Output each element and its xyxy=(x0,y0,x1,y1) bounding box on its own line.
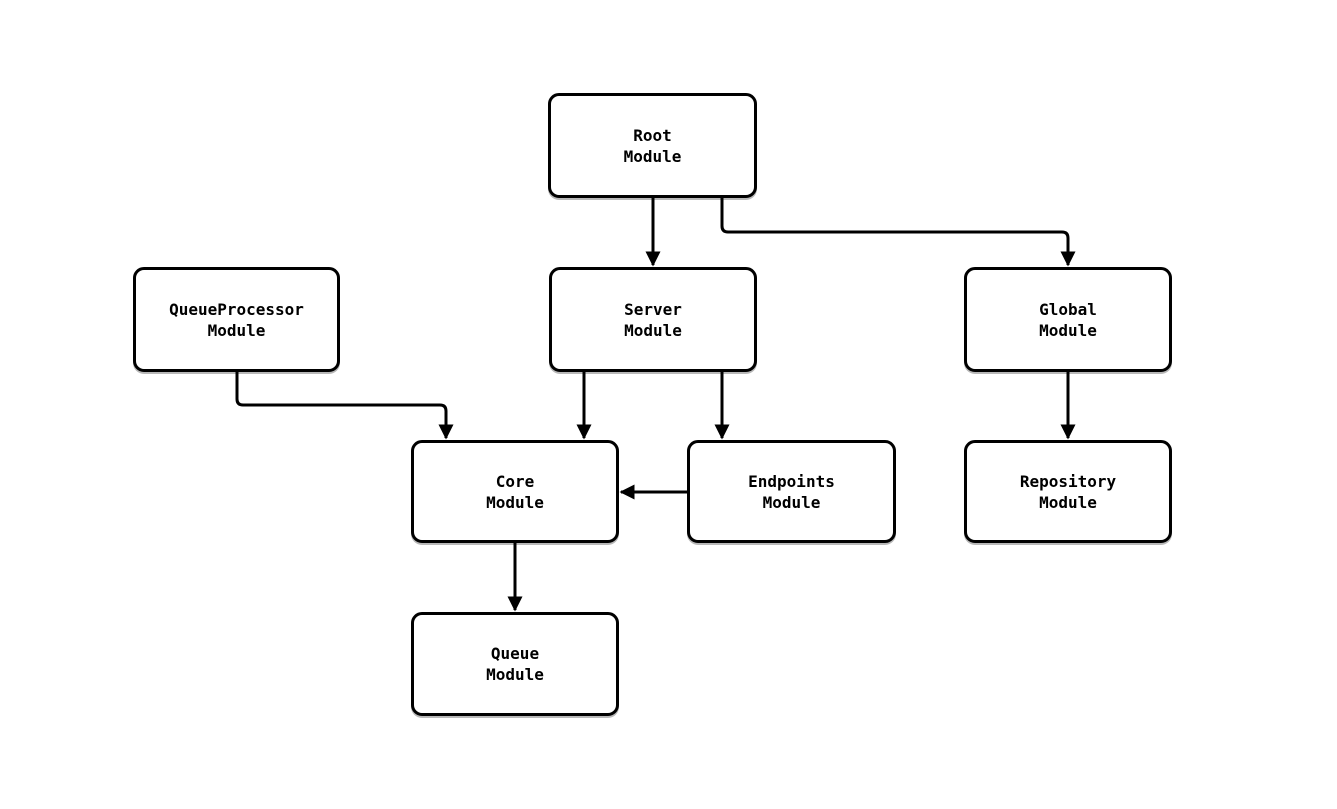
node-repository-module-label: Repository Module xyxy=(1019,471,1117,512)
node-server-module: Server Module xyxy=(549,267,757,372)
node-endpoints-module: Endpoints Module xyxy=(687,440,896,543)
node-server-module-label: Server Module xyxy=(624,299,682,340)
edge-root-to-global xyxy=(720,198,1076,267)
node-queueprocessor-module-label: QueueProcessor Module xyxy=(169,299,304,340)
node-global-module: Global Module xyxy=(964,267,1172,372)
node-queue-module: Queue Module xyxy=(411,612,619,716)
node-global-module-label: Global Module xyxy=(1039,299,1097,340)
node-queue-module-label: Queue Module xyxy=(486,644,544,684)
node-core-module-label: Core Module xyxy=(486,471,544,512)
node-core-module: Core Module xyxy=(411,440,619,543)
node-endpoints-module-label: Endpoints Module xyxy=(748,471,835,512)
edge-queueprocessor-to-core xyxy=(235,372,454,440)
node-root-module: Root Module xyxy=(548,93,757,198)
node-queueprocessor-module: QueueProcessor Module xyxy=(133,267,340,372)
node-repository-module: Repository Module xyxy=(964,440,1172,543)
node-root-module-label: Root Module xyxy=(623,125,682,166)
